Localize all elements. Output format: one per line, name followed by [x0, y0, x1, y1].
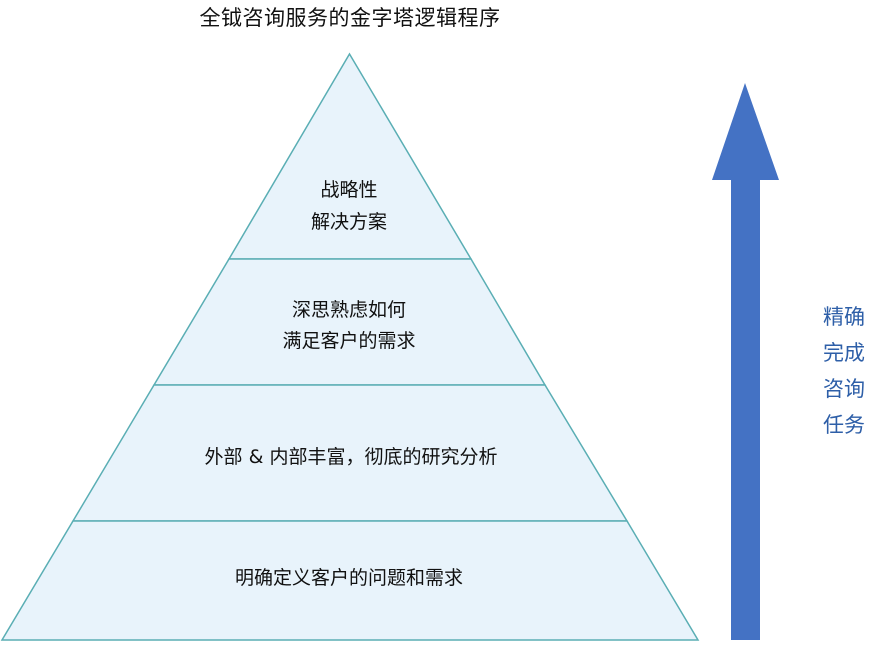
- side-label-line-1: 精确: [823, 305, 865, 329]
- pyramid-tier-second: [152, 258, 547, 386]
- tier-top-line-2: 解决方案: [311, 211, 387, 233]
- tier-base-line-1: 明确定义客户的问题和需求: [235, 567, 463, 589]
- tier-second-line-1: 深思熟虑如何: [292, 299, 406, 321]
- tier-third-line-1: 外部 & 内部丰富，彻底的研究分析: [205, 446, 498, 468]
- upward-arrow-icon: [712, 83, 779, 640]
- tier-top-line-1: 战略性: [320, 179, 377, 201]
- diagram-title: 全钺咨询服务的金字塔逻辑程序: [199, 6, 501, 30]
- tier-second-line-2: 满足客户的需求: [282, 330, 415, 352]
- pyramid-tier-base: [0, 520, 700, 641]
- side-label-line-3: 咨询: [823, 377, 865, 401]
- side-label-line-2: 完成: [823, 341, 865, 365]
- side-label-line-4: 任务: [823, 413, 865, 437]
